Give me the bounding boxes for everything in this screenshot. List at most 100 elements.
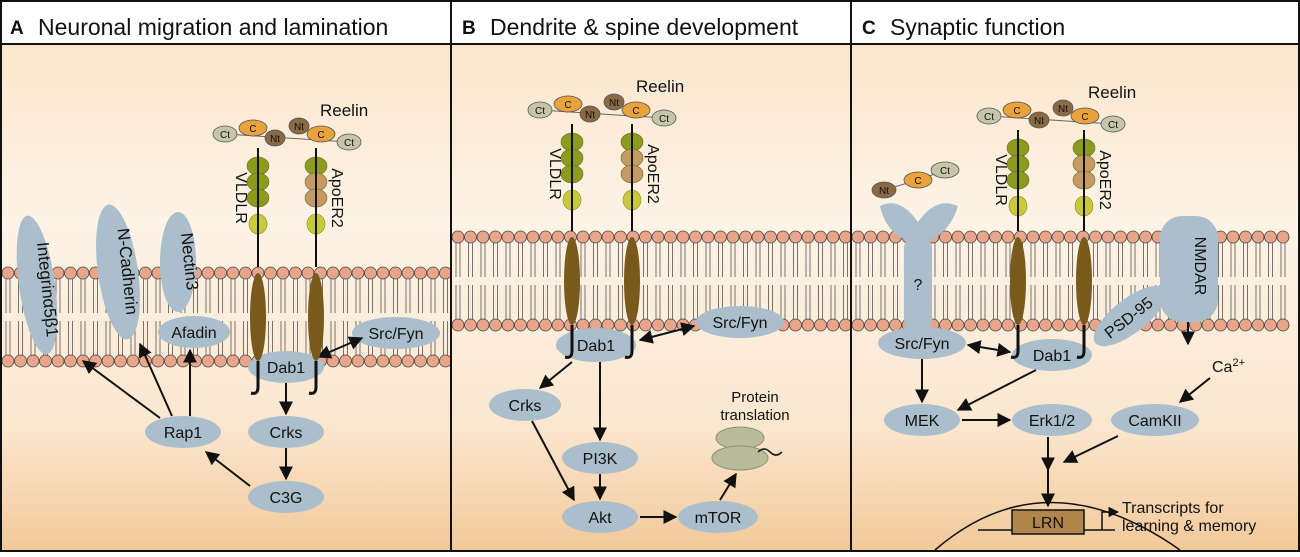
lipid-head <box>851 230 865 244</box>
ncadherin-shape <box>96 204 140 340</box>
lipid-head <box>514 230 527 244</box>
panel-a: Integrinα5β1 N-Cadherin Nectin3 Afadin S… <box>16 204 440 513</box>
lipid-head <box>351 354 365 368</box>
lipid-head <box>1026 230 1040 244</box>
lipid-head <box>764 230 777 244</box>
mek-oval <box>884 404 960 436</box>
panel-c-arrows <box>915 322 1211 508</box>
lipid-head <box>1276 318 1290 332</box>
dab1-oval-a <box>248 351 324 383</box>
lipid-head <box>1089 230 1102 244</box>
panel-a-title: Neuronal migration and lamination <box>38 14 388 40</box>
panel-b-letter: B <box>462 18 476 39</box>
lipid-head <box>726 230 740 244</box>
dab1-label-a: Dab1 <box>267 360 305 377</box>
lipid-head <box>264 266 277 280</box>
lipid-head <box>201 354 215 368</box>
lipid-head <box>826 318 840 332</box>
lipid-head <box>701 230 715 244</box>
lipid-head <box>1164 318 1177 332</box>
lipid-head <box>101 354 115 368</box>
srcfyn-oval-b <box>696 306 784 338</box>
lipid-head <box>14 354 27 368</box>
panel-b-reelin-nt <box>603 93 625 111</box>
lipid-head <box>889 318 902 332</box>
lipid-head <box>401 266 415 280</box>
reelin-fragment: Nt C Ct <box>871 161 960 199</box>
fragment-nt: Nt <box>879 186 889 197</box>
lipid-head <box>489 230 502 244</box>
srcfyn-label-b: Src/Fyn <box>712 315 767 332</box>
lipid-head <box>964 230 977 244</box>
panel-a-reelin-c <box>238 119 268 137</box>
lipid-head <box>1239 230 1252 244</box>
lipid-head <box>539 318 552 332</box>
panel-a-reelin-c <box>306 125 336 143</box>
lipid-head <box>1 354 15 368</box>
lipid-head <box>326 354 340 368</box>
panel-c-vldlr-tail <box>1010 325 1020 359</box>
panel-titles: A Neuronal migration and lamination B De… <box>10 14 1065 40</box>
lipid-head <box>51 354 65 368</box>
dab1-oval-b <box>556 328 636 362</box>
lipid-head <box>876 230 890 244</box>
panel-c-reelin-c <box>1070 107 1100 125</box>
panel-c-reelin-ct <box>976 107 1002 125</box>
erk-label: Erk1/2 <box>1029 413 1075 430</box>
panel-b-arrows <box>531 322 737 524</box>
calcium-label: Ca2+ <box>1212 357 1245 376</box>
lipid-head <box>839 318 852 332</box>
lipid-head <box>526 230 540 244</box>
lipid-head <box>814 318 827 332</box>
lipid-head <box>801 318 815 332</box>
c3g-oval <box>248 481 324 513</box>
lipid-head <box>1001 230 1015 244</box>
lipid-head <box>451 318 465 332</box>
lipid-head <box>501 318 515 332</box>
lipid-head <box>226 354 240 368</box>
lipid-head <box>476 230 490 244</box>
lipid-head <box>1226 318 1240 332</box>
lipid-head <box>1101 230 1115 244</box>
protein-label-1: Protein <box>731 389 779 406</box>
lipid-head <box>1051 318 1065 332</box>
panel-a-reelin-nt <box>288 117 310 135</box>
lipid-head <box>1264 230 1277 244</box>
lipid-head <box>151 354 165 368</box>
srcfyn-label-c: Src/Fyn <box>894 336 949 353</box>
panel-a-reelin-label: Reelin <box>320 101 368 120</box>
panel-b-reelin-nt-label: Nt <box>609 98 619 109</box>
psd95-oval <box>1093 285 1167 347</box>
panel-a-vldlr-transmembrane <box>250 273 266 361</box>
lipid-head <box>526 318 540 332</box>
lipid-head <box>1114 230 1127 244</box>
panel-c-apoer2-label: ApoER2 <box>1096 150 1113 210</box>
crks-oval-b <box>489 389 561 421</box>
lipid-head <box>1251 318 1265 332</box>
lipid-head <box>989 230 1002 244</box>
srcfyn-label-a: Src/Fyn <box>368 326 423 343</box>
pi3k-oval <box>562 442 638 474</box>
panel-c-reelin-nt <box>1028 111 1050 129</box>
lipid-head <box>376 354 390 368</box>
lipid-head <box>214 354 227 368</box>
akt-label: Akt <box>588 510 612 527</box>
panel-c-vldlr-label: VLDLR <box>992 154 1009 206</box>
panel-a-vldlr-tail <box>250 361 260 395</box>
lipid-head <box>326 266 340 280</box>
lipid-head <box>514 318 527 332</box>
panel-a-reelin-nt <box>264 129 286 147</box>
lipid-head <box>751 230 765 244</box>
lipid-head <box>464 230 477 244</box>
lipid-head <box>301 266 315 280</box>
lipid-head <box>864 230 877 244</box>
lipid-head <box>226 266 240 280</box>
lipid-head <box>414 266 427 280</box>
lipid-head <box>976 230 990 244</box>
panel-b-title: Dendrite & spine development <box>490 14 799 40</box>
lipid-head <box>126 354 140 368</box>
panel-c-apoer2-tail <box>1076 325 1086 359</box>
